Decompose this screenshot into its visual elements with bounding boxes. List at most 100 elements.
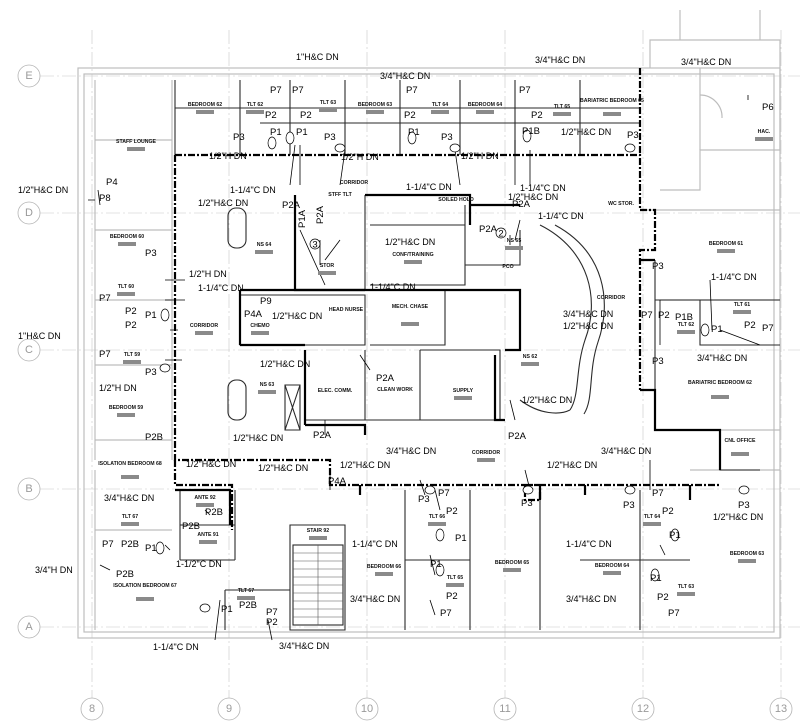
fixture-label: P8 (99, 193, 111, 204)
room-name: TLT 64 (644, 514, 660, 520)
room-name: BEDROOM 64 (468, 102, 502, 108)
pipe-note: 1-1/4"C DN (370, 282, 416, 292)
fixture-label: P1 (145, 543, 157, 554)
pipe-note: 1/2"H&C DN (258, 463, 308, 473)
fixture-label: P7 (762, 323, 774, 334)
fixture-label: P7 (99, 349, 111, 360)
nurse-station-curve (227, 207, 605, 421)
pipe-note: 1/2"H&C DN (340, 460, 390, 470)
fixture-label: P4 (106, 177, 118, 188)
keynote-marker: 3 (312, 240, 317, 251)
fixture-label: P2 (662, 506, 674, 517)
fixture-label: P2 (300, 110, 312, 121)
fixture-label: P3 (324, 132, 336, 143)
pipe-note: 3/4"H&C DN (535, 55, 585, 65)
fixture-label: P1B (675, 312, 693, 323)
pipe-note: 1/2"H DN (461, 151, 499, 161)
pipe-note: 1/2"H&C DN (198, 198, 248, 208)
fixture-label: P3 (623, 500, 635, 511)
room-name: CNL OFFICE (724, 438, 756, 444)
pipe-note: 3/4"H&C DN (563, 309, 613, 319)
room-name: HAC. (758, 129, 771, 135)
room-name: HEAD NURSE (329, 307, 364, 313)
room-name: BEDROOM 60 (110, 234, 144, 240)
fixture-label: P7 (99, 293, 111, 304)
fixture-label: P2A (479, 224, 498, 235)
svg-text:13: 13 (775, 703, 787, 715)
pipe-note: 1/2"H&C DN (233, 433, 283, 443)
fixture-label: P1 (221, 604, 233, 615)
fixture-label: P2 (125, 306, 137, 317)
fixture-label: P2 (446, 506, 458, 517)
fixture-label: P3 (652, 261, 664, 272)
room-name: TLT 67 (238, 588, 254, 594)
fixture-label: P2B (182, 521, 200, 532)
fixture-label: P2A (376, 373, 395, 384)
fixture-label: P2 (266, 617, 278, 628)
room-labels: BEDROOM 62 TLT 62 TLT 63 BEDROOM 63 TLT … (98, 98, 771, 594)
room-name: BARIATRIC BEDROOM 65 (580, 98, 644, 104)
room-name: BEDROOM 64 (595, 563, 629, 569)
room-name: BEDROOM 65 (495, 560, 529, 566)
room-name: TLT 65 (554, 104, 570, 110)
room-name: CORRIDOR (340, 180, 368, 186)
room-name: TLT 62 (678, 322, 694, 328)
fixture-label: P7 (652, 488, 664, 499)
room-name: STAFF LOUNGE (116, 139, 156, 145)
room-name: BEDROOM 63 (358, 102, 392, 108)
grid-bubble-B: B (17, 477, 41, 501)
pipe-note: 3/4"H&C DN (350, 594, 400, 604)
fixture-label: P7 (270, 85, 282, 96)
grid-bubble-9: 9 (217, 697, 241, 721)
room-name: TLT 62 (247, 102, 263, 108)
grid-bubble-A: A (17, 615, 41, 639)
fixture-label: P2A (508, 431, 527, 442)
room-name: CONF/TRAINING (392, 252, 433, 258)
fixture-label: P2 (657, 592, 669, 603)
pipe-note: 1-1/4"C DN (406, 182, 452, 192)
room-name: TLT 65 (447, 575, 463, 581)
room-name: TLT 63 (678, 584, 694, 590)
fixture-label: P2 (125, 320, 137, 331)
pipe-note: 3/4"H DN (35, 565, 73, 575)
svg-text:D: D (25, 207, 33, 219)
pipe-note: 3/4"H&C DN (386, 446, 436, 456)
fixture-label: P2A (282, 200, 301, 211)
room-name: TLT 64 (432, 102, 448, 108)
grid-lines (40, 30, 800, 700)
pipe-note: 1-1/4"C DN (520, 183, 566, 193)
fixture-label: P3 (145, 248, 157, 259)
fixture-label: P7 (438, 488, 450, 499)
fixture-label: P6 (762, 102, 774, 113)
room-name: TLT 59 (124, 352, 140, 358)
fixture-label: P1 (669, 530, 681, 541)
room-name: MECH. CHASE (392, 304, 429, 310)
room-name: STFF TLT (328, 192, 352, 198)
room-name: CORRIDOR (190, 323, 218, 329)
room-name: NS 64 (257, 242, 272, 248)
pipe-note: 3/4"H&C DN (566, 594, 616, 604)
pipe-note: 3/4"H&C DN (681, 57, 731, 67)
room-tags (117, 108, 773, 601)
fixture-label: P3 (738, 500, 750, 511)
pipe-note: 1"H&C DN (296, 52, 339, 62)
pipe-note: 1-1/4"C DN (230, 185, 276, 195)
stair-92 (292, 544, 344, 626)
svg-text:9: 9 (226, 703, 232, 715)
fixture-label: P7 (292, 85, 304, 96)
pipe-note: 1/2"H&C DN (385, 237, 435, 247)
fixture-label: P1 (296, 127, 308, 138)
room-name: SOILED HOLD (438, 197, 474, 203)
pipe-note: 3/4"H&C DN (279, 641, 329, 651)
room-name: CORRIDOR (597, 295, 625, 301)
pipe-note: 1/2"H DN (99, 383, 137, 393)
grid-bubble-8: 8 (80, 697, 104, 721)
keynote-marker: 2 (498, 229, 503, 240)
grid-bubble-D: D (17, 201, 41, 225)
fixture-label: P3 (521, 498, 533, 509)
room-name: TLT 63 (320, 100, 336, 106)
fixture-label: P7 (440, 608, 452, 619)
grid-bubble-13: 13 (769, 697, 793, 721)
fixture-label: P3 (145, 367, 157, 378)
